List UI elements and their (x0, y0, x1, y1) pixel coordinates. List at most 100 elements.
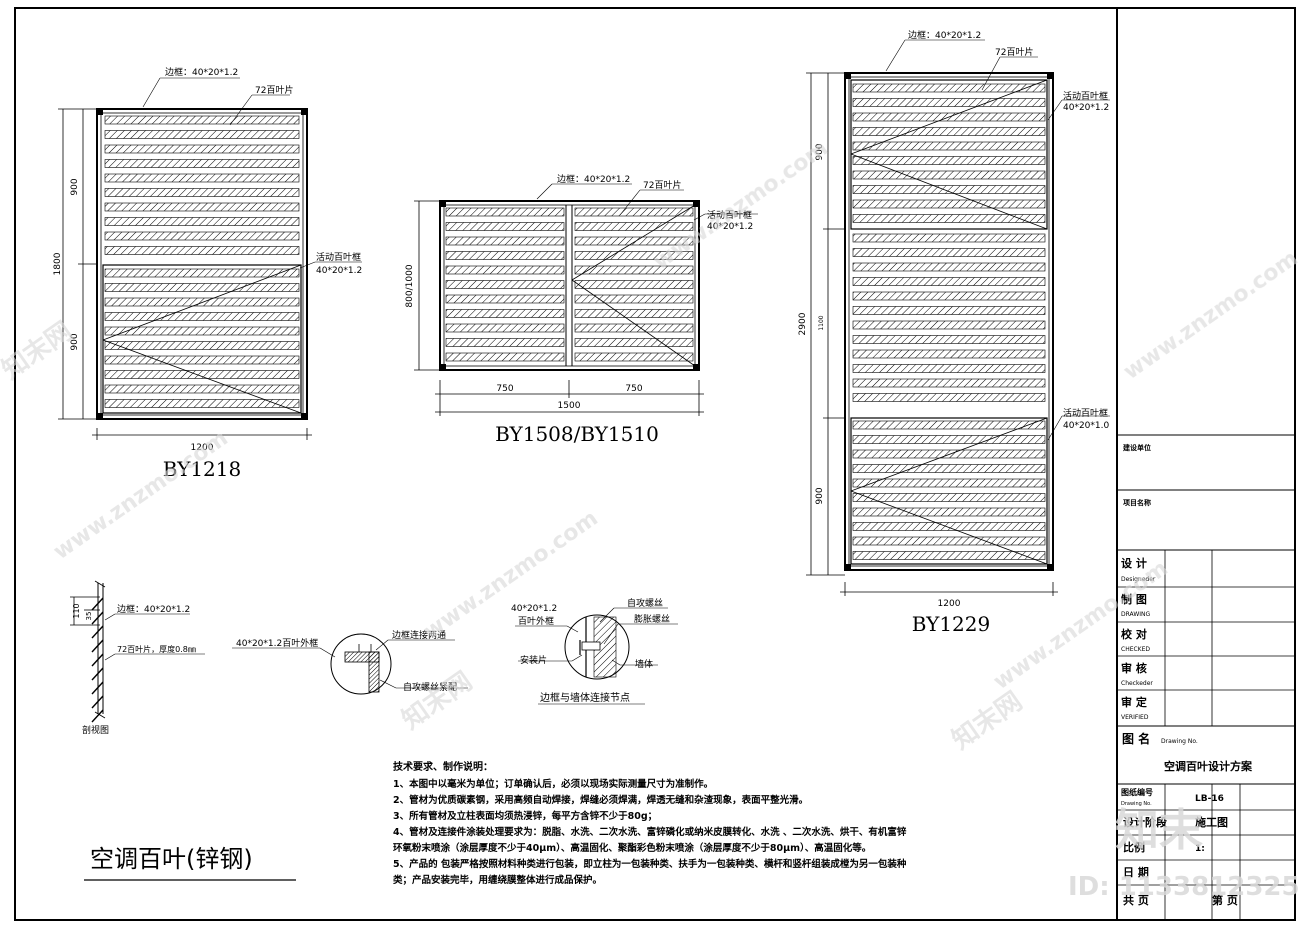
section-slat (91, 611, 104, 625)
louver-slat (852, 248, 1046, 257)
corner-screw-note: 自攻螺丝紧配 (403, 681, 457, 693)
louver-slat (104, 144, 300, 154)
title-block: 建设单位 项目名称 设 计 Designeder 制 图 DRAWING 校 对… (1117, 434, 1295, 920)
notes-line: 3、所有管材及立柱表面均须热浸锌，每平方含锌不少于80g； (393, 810, 657, 822)
notes-line: 5、产品的 包装严格按照材料种类进行包装，即立柱为一包装种类、扶手为一包装种类、… (393, 858, 907, 870)
watermark-site: www.znzmo.com (1119, 246, 1303, 385)
louver-slat (574, 338, 694, 347)
louver-slat (445, 338, 565, 347)
louver-slat (852, 435, 1046, 444)
watermark-brand: 知末网 (397, 666, 478, 735)
louver-slat (104, 384, 300, 394)
by1229-label: BY1229 (912, 612, 990, 636)
corner-outer-frame: 40*20*1.2百叶外框 (236, 637, 318, 649)
by1218-dim-total: 1800 (53, 252, 63, 275)
louver-slat (852, 170, 1046, 180)
notes-line: 4、管材及连接件涂装处理要求为：脱脂、水洗、二次水洗、富锌磷化或纳米皮膜转化、水… (393, 826, 907, 838)
louver-slat (104, 399, 300, 408)
louver-slat (852, 335, 1046, 344)
louver-slat (104, 217, 300, 226)
section-slat (91, 681, 104, 695)
by1218-movable-note-1: 活动百叶框 (316, 251, 361, 263)
louver-slat (574, 207, 694, 217)
tb-check-en: CHECKED (1121, 646, 1150, 653)
wall-detail: 40*20*1.2 百叶外框 自攻螺丝 膨胀螺丝 安装片 墙体 边框与墙体连接节… (511, 597, 678, 705)
by1229-dim-middle: 1100 (818, 315, 825, 330)
louver-slat (852, 262, 1046, 272)
louver-slat (574, 294, 694, 304)
section-slat (91, 695, 104, 709)
by1508-dim-height: 800/1000 (405, 264, 415, 307)
louver-slat (104, 268, 300, 278)
by1229-movable-top-2: 40*20*1.2 (1063, 103, 1109, 113)
louver-slat (852, 83, 1046, 93)
louver-slat (104, 159, 300, 168)
tb-design-stage-cn: 设计阶段 (1123, 815, 1167, 829)
by1508-frame-note: 边框：40*20*1.2 (557, 173, 630, 185)
by1218-slats (104, 115, 300, 408)
louver-slat (852, 551, 1046, 560)
louver-slat (852, 127, 1046, 136)
louver-slat (852, 291, 1046, 301)
louver-slat (104, 202, 300, 212)
louver-slat (445, 236, 565, 246)
by1229-movable-bottom-2: 40*20*1.0 (1063, 421, 1109, 431)
by1508-elevation: 边框：40*20*1.2 72百叶片 活动百叶框 40*20*1.2 800/1… (405, 173, 758, 446)
tb-scale: 1: (1195, 844, 1205, 854)
louver-slat (852, 464, 1046, 473)
louver-slat (574, 323, 694, 333)
section-dim-b: 35 (85, 612, 93, 621)
louver-slat (852, 141, 1046, 151)
louver-slat (104, 115, 300, 125)
tb-design-stage: 施工图 (1195, 815, 1228, 829)
tb-client: 建设单位 (1123, 443, 1151, 452)
louver-slat (104, 231, 300, 241)
louver-slat (104, 188, 300, 197)
louver-slat (104, 341, 300, 350)
corner-weld-note: 边框连接两通 (392, 629, 446, 641)
louver-slat (104, 173, 300, 183)
tb-scale-cn: 比例 (1123, 840, 1145, 854)
wall-title: 边框与墙体连接节点 (540, 691, 630, 704)
louver-slat (852, 478, 1046, 488)
louver-slat (104, 130, 300, 139)
by1229-dim-width: 1200 (938, 599, 961, 609)
by1229-movable-top-1: 活动百叶框 (1063, 90, 1108, 102)
tb-date-cn: 日 期 (1123, 865, 1149, 879)
louver-slat (104, 246, 300, 255)
watermark-id: ID: 1133812325 (1068, 872, 1300, 902)
louver-slat (852, 522, 1046, 531)
tb-draw-en: DRAWING (1121, 611, 1151, 618)
tb-verify-en: VERIFIED (1121, 714, 1149, 721)
watermark-brand: 知末网 (0, 316, 78, 385)
corner-detail: 40*20*1.2百叶外框 边框连接两通 自攻螺丝紧配 (232, 629, 468, 695)
by1508-dim-total: 1500 (558, 401, 581, 411)
louver-slat (574, 265, 694, 275)
by1229-slat-note: 72百叶片 (995, 46, 1033, 58)
louver-slat (445, 222, 565, 231)
wall-anchor: 膨胀螺丝 (634, 613, 670, 625)
by1229-slats (852, 83, 1046, 560)
by1508-slats (445, 207, 694, 362)
section-slat (91, 709, 104, 723)
louver-slat (445, 309, 565, 318)
louver-slat (445, 323, 565, 333)
tb-verify-cn: 审 定 (1121, 695, 1147, 709)
louver-slat (104, 283, 300, 292)
louver-slat (852, 156, 1046, 165)
section-slat (91, 639, 104, 653)
by1508-movable-note-2: 40*20*1.2 (707, 222, 753, 232)
section-slat-note: 72百叶片，厚度0.8㎜ (117, 644, 196, 654)
notes-line: 环氧粉末喷涂（涂层厚度不少于40μm）、高温固化、聚酯彩色粉末喷涂（涂层厚度不少… (393, 842, 871, 854)
notes-line: 类；产品安装完毕，用缠绕膜整体进行成品保护。 (393, 874, 602, 886)
tb-drawing-name-en: Drawing No. (1161, 738, 1198, 745)
louver-slat (852, 393, 1046, 402)
louver-slat (852, 378, 1046, 388)
by1218-dim-lower: 900 (70, 333, 80, 350)
by1508-dim-right: 750 (625, 384, 642, 394)
louver-slat (445, 251, 565, 260)
by1229-dim-total: 2900 (798, 312, 808, 335)
by1229-dim-upper: 900 (815, 143, 825, 160)
wall-frame-note-1: 40*20*1.2 (511, 604, 557, 614)
